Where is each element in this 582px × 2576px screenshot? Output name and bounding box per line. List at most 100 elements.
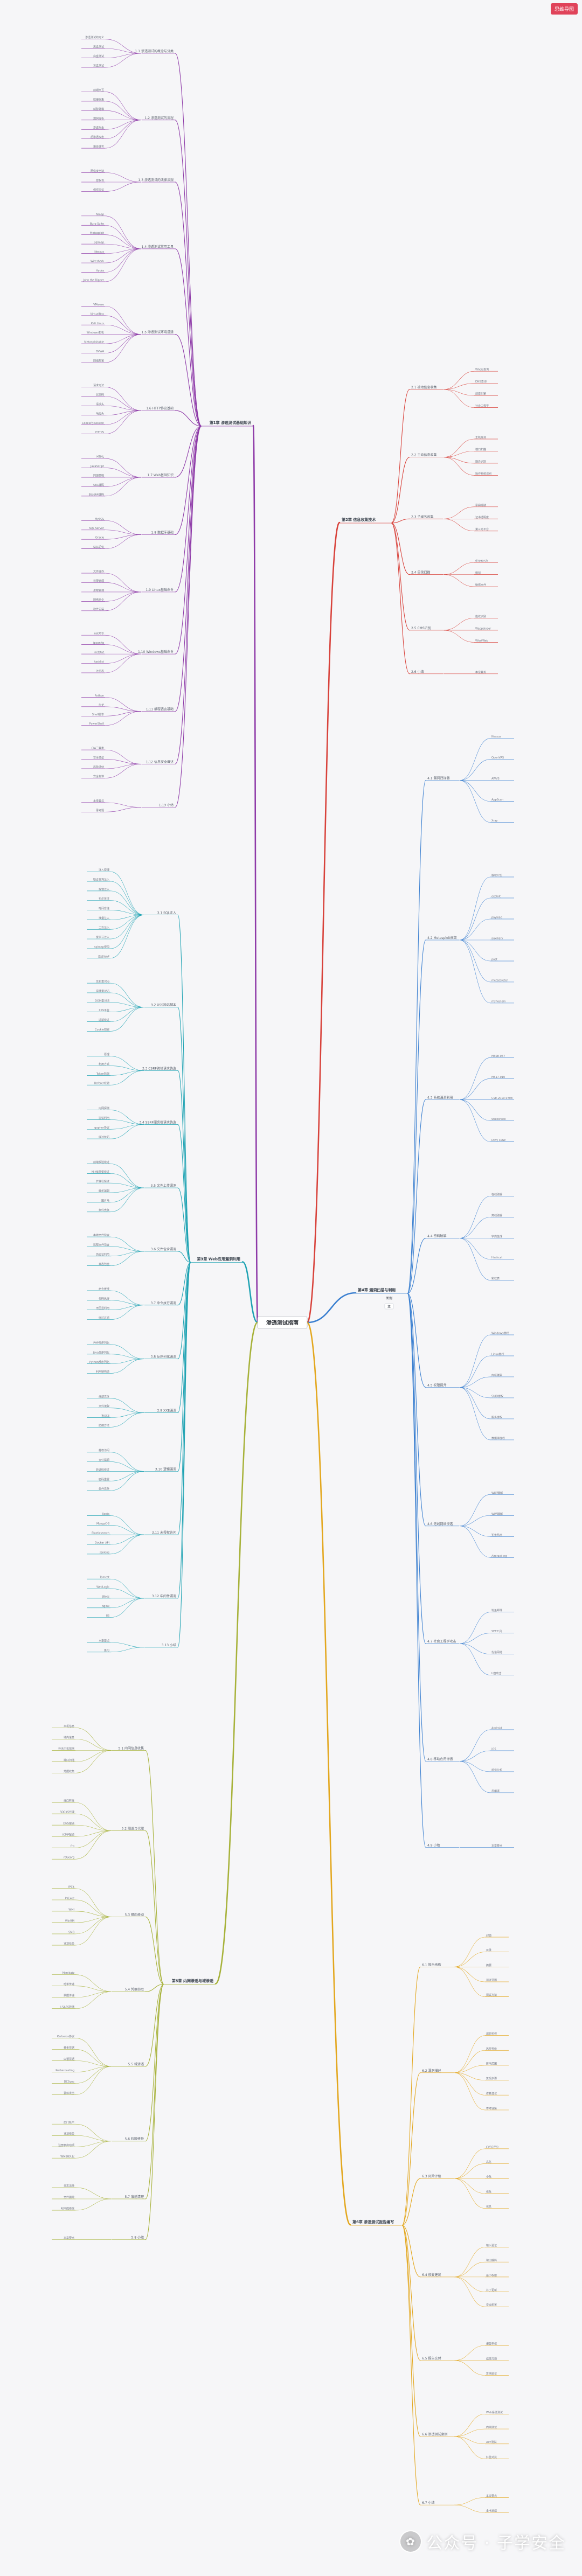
leaf-label-b2-0-0[interactable]: 注入原理: [99, 868, 109, 872]
leaf-label-b4-1-3[interactable]: 操作系统识别: [475, 472, 491, 476]
group-label-b1-6[interactable]: 1.7 Web基础知识: [147, 473, 174, 477]
leaf-label-b5-0-3[interactable]: AppScan: [491, 798, 503, 802]
leaf-label-b1-1-5[interactable]: 后渗透攻击: [91, 135, 104, 139]
leaf-label-b6-0-2[interactable]: 摘要: [486, 1964, 491, 1967]
leaf-label-b1-4-6[interactable]: 网络配置: [93, 359, 104, 363]
leaf-label-b5-6-2[interactable]: 伪造网站: [491, 1651, 502, 1654]
group-label-b3-0[interactable]: 5.1 内网信息收集: [119, 1746, 144, 1750]
group-label-b1-3[interactable]: 1.4 渗透测试常用工具: [142, 245, 174, 249]
leaf-label-b2-8-0[interactable]: 外部实体: [99, 1395, 109, 1398]
leaf-label-b2-0-9[interactable]: 绕过WAF: [98, 955, 109, 958]
leaf-label-b3-0-4[interactable]: 凭据收集: [64, 1770, 74, 1773]
leaf-label-b1-2-2[interactable]: 保密协议: [93, 188, 104, 192]
leaf-label-b4-0-1[interactable]: DNS查询: [475, 380, 487, 384]
group-label-b2-7[interactable]: 3.8 反序列化漏洞: [151, 1355, 176, 1359]
leaf-label-b3-5-1[interactable]: 计划任务: [64, 2132, 74, 2136]
group-label-b2-12[interactable]: 3.13 小结: [162, 1643, 176, 1647]
leaf-label-b2-1-2[interactable]: DOM型XSS: [95, 999, 109, 1002]
leaf-label-b2-0-6[interactable]: 二次注入: [99, 926, 109, 930]
leaf-label-b6-3-0[interactable]: 输入验证: [486, 2244, 497, 2247]
leaf-label-b5-6-1[interactable]: SET工具: [491, 1630, 502, 1633]
leaf-label-b5-3-4[interactable]: 彩虹表: [491, 1277, 500, 1280]
leaf-label-b2-9-2[interactable]: 验证码绕过: [96, 1468, 109, 1472]
leaf-label-b2-4-2[interactable]: 扩展名绕过: [96, 1180, 109, 1183]
leaf-label-b5-1-1[interactable]: exploit: [491, 895, 501, 899]
leaf-label-b1-8-4[interactable]: 软件安装: [93, 607, 104, 611]
leaf-label-b2-4-4[interactable]: 图片马: [101, 1199, 109, 1202]
leaf-label-b1-9-0[interactable]: net命令: [94, 632, 104, 636]
leaf-label-b2-1-1[interactable]: 存储型XSS: [96, 989, 109, 993]
leaf-label-b2-3-0[interactable]: 内网探测: [99, 1106, 109, 1110]
leaf-label-b4-0-3[interactable]: 社会工程学: [475, 404, 489, 408]
leaf-label-b5-0-4[interactable]: Xray: [491, 819, 498, 823]
leaf-label-b4-2-1[interactable]: 证书透明度: [475, 516, 489, 519]
leaf-label-b2-1-5[interactable]: Cookie窃取: [95, 1028, 109, 1032]
leaf-label-b2-6-0[interactable]: 命令拼接: [99, 1287, 109, 1291]
group-label-b3-6[interactable]: 5.7 痕迹清理: [125, 2195, 144, 2199]
leaf-label-b1-8-1[interactable]: 权限管理: [93, 579, 104, 583]
leaf-label-b2-6-2[interactable]: 无回显利用: [96, 1306, 109, 1310]
leaf-label-b2-11-3[interactable]: Nginx: [102, 1605, 109, 1608]
leaf-label-b1-7-1[interactable]: SQL Server: [89, 527, 105, 530]
leaf-label-b1-5-2[interactable]: 请求头: [96, 402, 104, 406]
leaf-label-b1-7-2[interactable]: Oracle: [95, 537, 104, 540]
leaf-label-b4-1-1[interactable]: 端口扫描: [475, 448, 486, 451]
leaf-label-b1-10-2[interactable]: Shell脚本: [92, 713, 104, 716]
leaf-label-b2-12-1[interactable]: 练习: [104, 1648, 109, 1652]
leaf-label-b3-5-0[interactable]: 后门账户: [64, 2121, 74, 2125]
group-label-b6-5[interactable]: 6.6 渗透测试案例: [422, 2432, 447, 2436]
leaf-label-b6-1-3[interactable]: 复现步骤: [486, 2077, 497, 2080]
group-label-b1-9[interactable]: 1.10 Windows基础命令: [138, 650, 174, 654]
leaf-label-b1-12-0[interactable]: 本章要点: [93, 799, 104, 803]
leaf-label-b6-1-2[interactable]: 影响范围: [486, 2062, 497, 2065]
leaf-label-b6-0-4[interactable]: 测试方法: [486, 1993, 497, 1997]
leaf-label-b1-7-0[interactable]: MySQL: [95, 518, 104, 521]
group-label-b6-3[interactable]: 6.4 修复建议: [422, 2273, 441, 2277]
leaf-label-b1-6-1[interactable]: JavaScript: [90, 465, 104, 468]
leaf-label-b3-2-1[interactable]: PsExec: [65, 1897, 75, 1900]
leaf-label-b2-2-2[interactable]: Token防御: [96, 1072, 109, 1076]
group-label-b2-8[interactable]: 3.9 XXE漏洞: [157, 1409, 176, 1413]
group-label-b2-10[interactable]: 3.11 未授权访问: [152, 1530, 176, 1535]
leaf-label-b2-0-5[interactable]: 堆叠注入: [99, 916, 109, 920]
leaf-label-b2-3-1[interactable]: 协议利用: [99, 1116, 109, 1120]
group-label-b1-0[interactable]: 1.1 渗透测试的概念与分类: [135, 49, 174, 53]
leaf-label-b5-2-2[interactable]: CVE-2019-0708: [491, 1097, 512, 1100]
leaf-label-b2-0-7[interactable]: 宽字节注入: [96, 936, 109, 939]
leaf-label-b1-8-2[interactable]: 进程管理: [93, 588, 104, 592]
leaf-label-b5-6-0[interactable]: 钓鱼邮件: [491, 1609, 502, 1612]
branch-label-b6[interactable]: 第6章 渗透测试报告编写: [352, 2219, 394, 2224]
leaf-label-b2-7-0[interactable]: PHP反序列化: [93, 1341, 109, 1345]
leaf-label-b1-6-0[interactable]: HTML: [96, 456, 104, 459]
leaf-label-b2-3-2[interactable]: gopher协议: [94, 1126, 109, 1130]
leaf-label-b2-0-8[interactable]: sqlmap使用: [94, 945, 109, 949]
leaf-label-b1-3-5[interactable]: Wireshark: [91, 260, 104, 263]
leaf-label-b1-11-2[interactable]: 风险评估: [93, 765, 104, 769]
leaf-label-b2-2-3[interactable]: Referer校验: [94, 1082, 109, 1085]
leaf-label-b3-1-0[interactable]: 端口转发: [64, 1799, 74, 1803]
leaf-label-b1-11-0[interactable]: CIA三要素: [92, 747, 104, 750]
group-label-b5-1[interactable]: 4.2 Metasploit框架: [427, 936, 457, 940]
leaf-label-b2-4-1[interactable]: MIME类型绕过: [92, 1170, 109, 1174]
leaf-label-b4-3-1[interactable]: 御剑: [475, 571, 481, 575]
group-label-b6-1[interactable]: 6.2 漏洞描述: [422, 2069, 441, 2073]
leaf-label-b3-4-3[interactable]: Kerberoasting: [56, 2069, 74, 2072]
leaf-label-b5-4-3[interactable]: SUID提权: [491, 1394, 503, 1398]
leaf-label-b2-6-1[interactable]: 代码执行: [99, 1297, 109, 1300]
leaf-label-b3-2-5[interactable]: 计划任务: [64, 1942, 74, 1946]
leaf-label-b1-4-0[interactable]: VMware: [93, 303, 104, 307]
group-label-b1-11[interactable]: 1.12 信息安全概述: [146, 760, 174, 764]
leaf-label-b1-7-3[interactable]: SQL语句: [93, 545, 104, 549]
leaf-label-b6-0-1[interactable]: 目录: [486, 1948, 491, 1952]
leaf-label-b5-0-1[interactable]: OpenVAS: [491, 756, 504, 760]
leaf-label-b2-2-1[interactable]: 利用方式: [99, 1062, 109, 1066]
leaf-label-b6-0-3[interactable]: 测试范围: [486, 1978, 497, 1982]
group-label-b3-5[interactable]: 5.6 权限维持: [125, 2137, 144, 2141]
leaf-label-b2-8-3[interactable]: 防御方法: [99, 1424, 109, 1428]
leaf-label-b1-3-1[interactable]: Burp Suite: [90, 222, 104, 226]
leaf-label-b1-9-1[interactable]: ipconfig: [93, 642, 104, 645]
branch-label-b5[interactable]: 第4章 漏洞扫描与利用: [358, 1287, 396, 1292]
leaf-label-b3-4-0[interactable]: Kerberos协议: [57, 2035, 74, 2038]
leaf-label-b2-1-4[interactable]: 过滤绕过: [99, 1018, 109, 1022]
leaf-label-b6-1-1[interactable]: 风险等级: [486, 2047, 497, 2051]
